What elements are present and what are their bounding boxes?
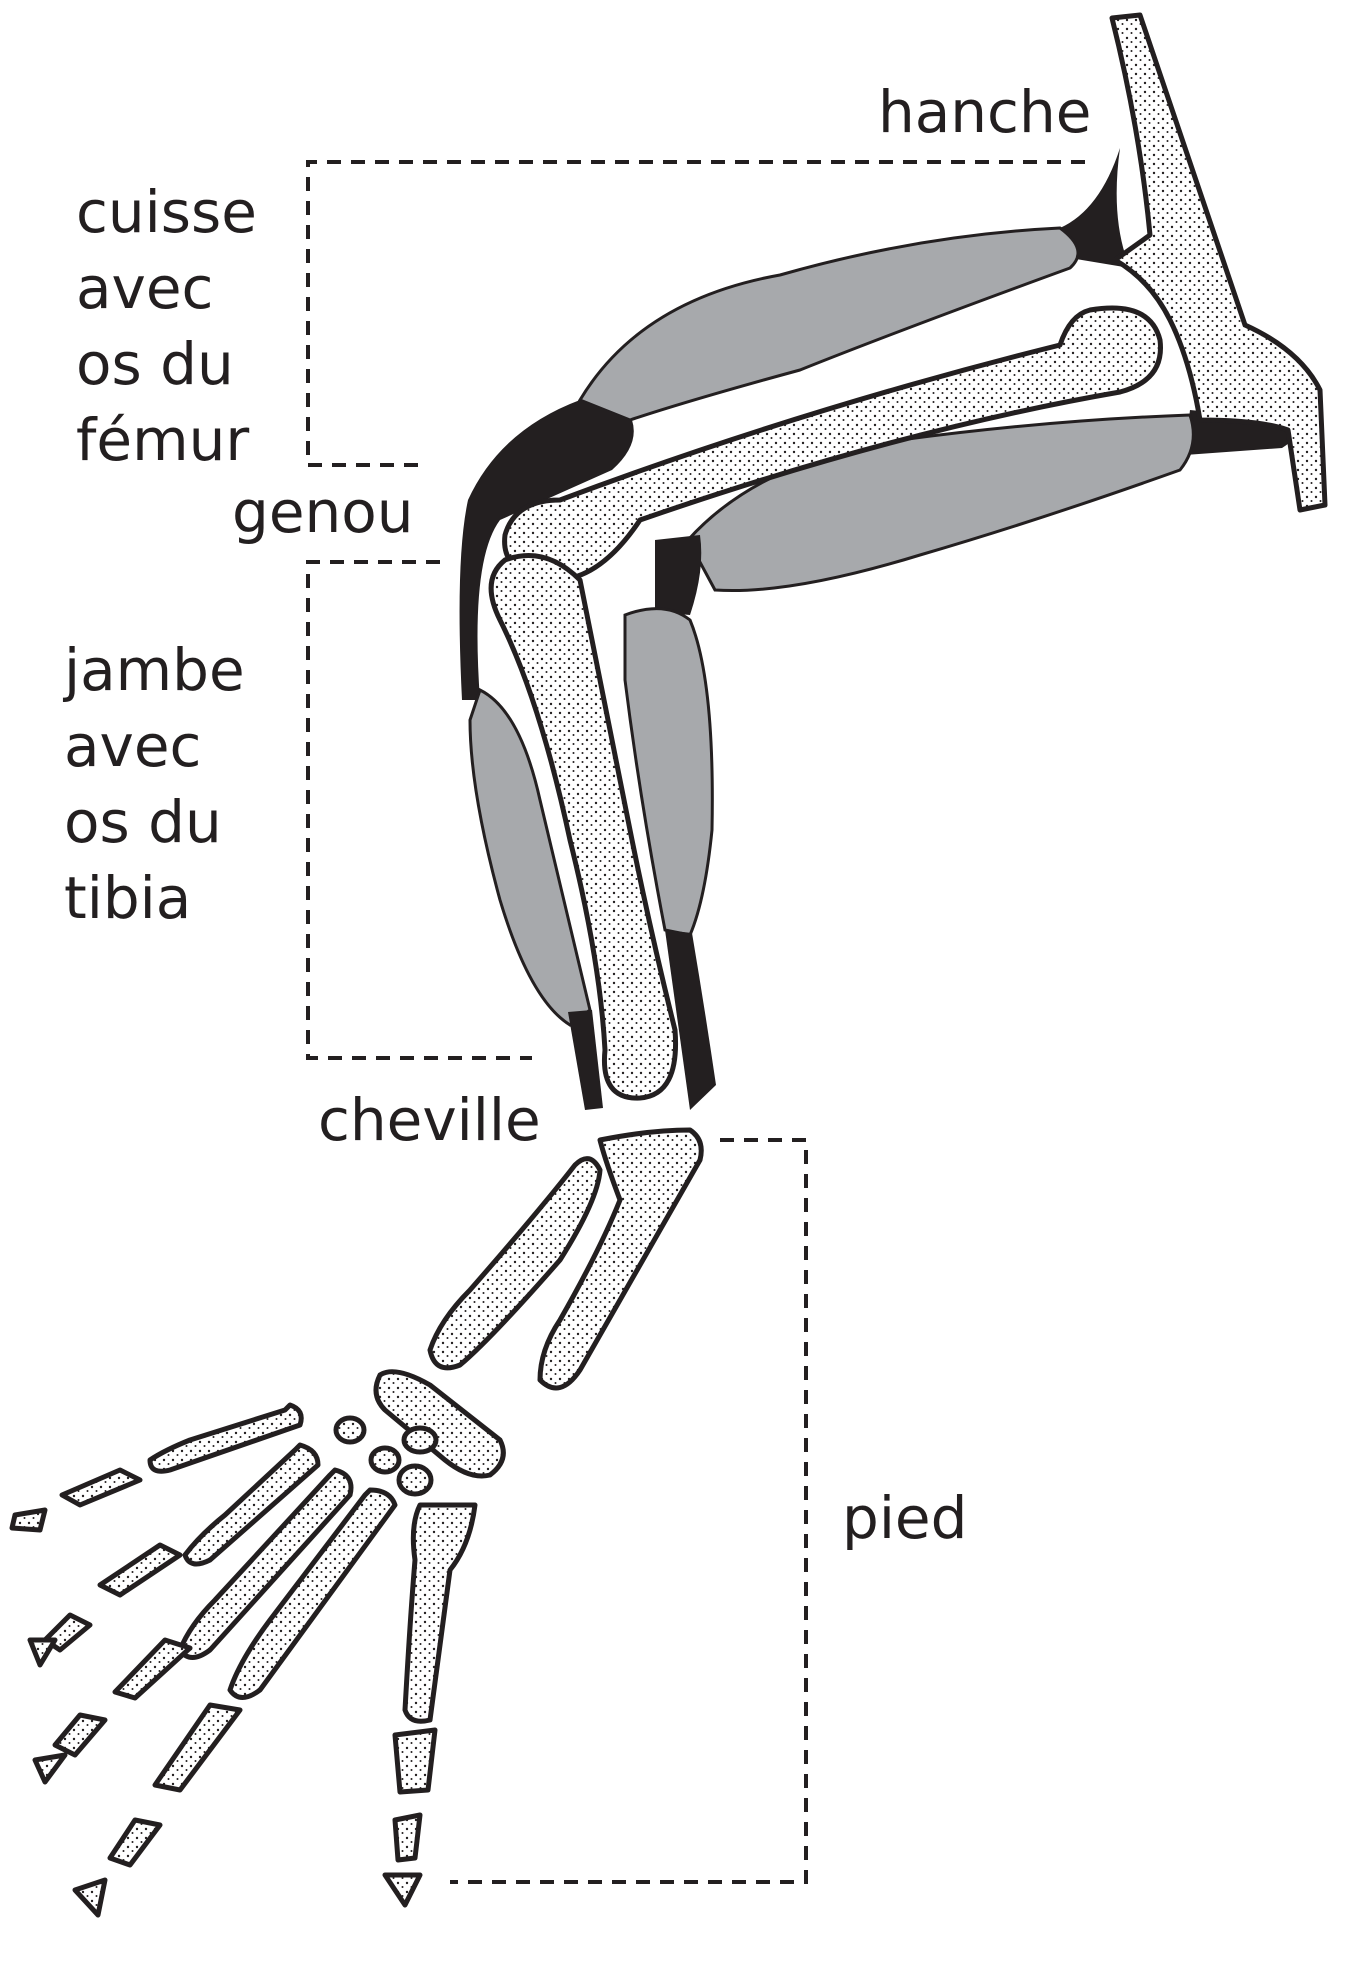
tarsal-small-4 bbox=[336, 1418, 364, 1442]
tarsal-small-1 bbox=[404, 1428, 436, 1452]
label-ankle: cheville bbox=[318, 1086, 541, 1154]
toe-3-phalanx-1 bbox=[115, 1640, 190, 1698]
label-thigh-line-2: avec bbox=[76, 254, 213, 322]
toe-5-phalanx-2 bbox=[12, 1510, 45, 1530]
toe-2-phalanx-1 bbox=[155, 1705, 240, 1790]
toe-3-phalanx-2 bbox=[55, 1715, 105, 1755]
label-knee: genou bbox=[232, 478, 414, 546]
label-leg-line-3: os du bbox=[64, 788, 222, 856]
toe-2-phalanx-3 bbox=[75, 1880, 105, 1915]
toe-4-phalanx-1 bbox=[100, 1545, 180, 1595]
label-leg: jambe avec os du tibia bbox=[62, 636, 263, 932]
toe-5-metatarsal bbox=[150, 1405, 301, 1471]
label-thigh-line-1: cuisse bbox=[76, 178, 257, 246]
toe-3-phalanx-3 bbox=[35, 1755, 65, 1782]
label-hip: hanche bbox=[878, 78, 1091, 146]
label-thigh: cuisse avec os du fémur bbox=[76, 178, 275, 474]
toe-1-phalanx-2 bbox=[395, 1815, 420, 1860]
shin-back-tendon bbox=[568, 1010, 603, 1110]
label-leg-line-2: avec bbox=[64, 712, 201, 780]
toe-5-phalanx-1 bbox=[62, 1470, 140, 1505]
tarsal-small-2 bbox=[371, 1448, 399, 1472]
toe-2-phalanx-2 bbox=[110, 1820, 160, 1865]
toe-1-phalanx-3 bbox=[385, 1875, 420, 1905]
tarsal-small-3 bbox=[399, 1466, 431, 1494]
toe-4-phalanx-3 bbox=[30, 1640, 55, 1665]
shin-tendon bbox=[655, 535, 701, 615]
label-thigh-line-4: fémur bbox=[76, 406, 249, 474]
label-thigh-line-3: os du bbox=[76, 330, 234, 398]
label-leg-line-4: tibia bbox=[64, 864, 191, 932]
label-foot: pied bbox=[842, 1484, 967, 1552]
toe-1-phalanx-1 bbox=[395, 1730, 435, 1792]
toe-1-metatarsal bbox=[405, 1505, 475, 1721]
label-leg-line-1: jambe bbox=[62, 636, 245, 704]
ankle-bone-1 bbox=[540, 1130, 701, 1388]
